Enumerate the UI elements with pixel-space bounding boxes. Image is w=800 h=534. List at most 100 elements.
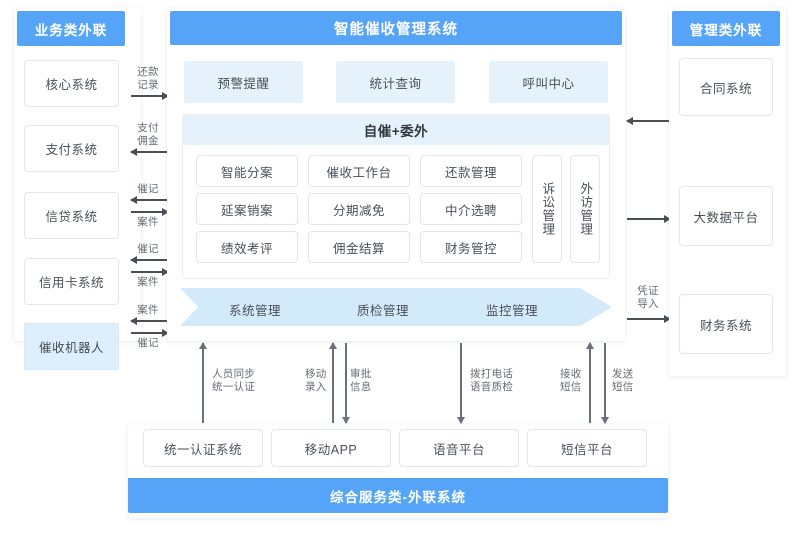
module-label: 统计查询 — [369, 76, 422, 91]
bottom-service-mobile-app[interactable]: 移动APP — [271, 429, 391, 467]
left-flow-arrow-4 — [130, 255, 168, 264]
arrow-head-icon — [130, 147, 137, 156]
left-item-label: 支付系统 — [45, 143, 98, 157]
center-system-header-label: 智能催收管理系统 — [334, 21, 458, 38]
arrow-head-icon — [198, 342, 207, 349]
bottom-footer-header: 综合服务类-外联系统 — [128, 478, 668, 513]
core-module-agency-recruitment[interactable]: 中介选聘 — [420, 193, 522, 225]
bottom-flow-label-1: 移动 录入 — [305, 368, 327, 394]
bottom-flow-label-3: 拨打电话 语音质检 — [470, 368, 514, 394]
service-label: 移动APP — [304, 442, 358, 457]
center-system-header: 智能催收管理系统 — [170, 11, 622, 45]
bottom-flow-arrow-3 — [456, 343, 465, 424]
arrow-head-icon — [626, 116, 633, 125]
right-item-finance-system[interactable]: 财务系统 — [679, 294, 773, 354]
right-item-label: 合同系统 — [699, 81, 752, 96]
left-flow-label-3: 案件 — [137, 216, 159, 228]
core-module-repayment-management[interactable]: 还款管理 — [420, 155, 522, 187]
right-flow-arrow-2 — [627, 314, 671, 323]
bottom-flow-arrow-0 — [198, 342, 207, 423]
right-item-bigdata-platform[interactable]: 大数据平台 — [679, 186, 773, 246]
right-column-header-label: 管理类外联 — [689, 22, 763, 38]
band-label-monitor-management: 监控管理 — [485, 304, 538, 318]
left-flow-arrow-5 — [131, 267, 169, 276]
service-label: 统一认证系统 — [163, 442, 242, 457]
band-label-system-management: 系统管理 — [228, 304, 281, 318]
left-item-label: 催收机器人 — [38, 341, 104, 355]
service-label: 语音平台 — [432, 442, 485, 457]
left-flow-arrow-0 — [131, 91, 169, 100]
module-label: 催收工作台 — [326, 165, 392, 180]
left-item-label: 信贷系统 — [45, 210, 98, 224]
right-item-label: 财务系统 — [699, 318, 752, 333]
arrow-head-icon — [341, 417, 350, 424]
center-top-module-stats[interactable]: 统计查询 — [336, 61, 455, 103]
left-item-payment-system[interactable]: 支付系统 — [24, 125, 119, 172]
bottom-flow-arrow-4 — [585, 342, 594, 423]
left-flow-label-0: 还款 记录 — [137, 66, 159, 92]
core-module-smart-allocation[interactable]: 智能分案 — [196, 155, 298, 187]
left-item-label: 信用卡系统 — [38, 276, 104, 290]
left-flow-label-4: 催记 — [137, 243, 159, 255]
arrow-head-icon — [130, 255, 137, 264]
core-module-financial-control[interactable]: 财务管控 — [420, 231, 522, 263]
bottom-flow-arrow-5 — [600, 343, 609, 424]
arrow-head-icon — [600, 417, 609, 424]
arrow-head-icon — [162, 328, 169, 337]
arrow-head-icon — [585, 342, 594, 349]
core-module-case-extension[interactable]: 延案销案 — [196, 193, 298, 225]
module-label: 智能分案 — [220, 165, 273, 180]
bottom-service-sms-platform[interactable]: 短信平台 — [527, 429, 647, 467]
bottom-flow-arrow-1 — [328, 342, 337, 423]
module-label: 分期减免 — [332, 203, 385, 218]
left-item-label: 核心系统 — [45, 78, 98, 92]
core-module-litigation-management[interactable]: 诉讼管理 — [532, 155, 562, 263]
core-module-commission-settlement[interactable]: 佣金结算 — [308, 231, 410, 263]
right-flow-arrow-1 — [627, 214, 671, 223]
module-label: 延案销案 — [220, 203, 273, 218]
left-flow-label-6: 案件 — [137, 304, 159, 316]
left-flow-label-5: 案件 — [137, 276, 159, 288]
left-flow-label-1: 支付 佣金 — [137, 122, 159, 148]
left-item-collection-robot[interactable]: 催收机器人 — [24, 323, 119, 370]
center-top-module-alert[interactable]: 预警提醒 — [184, 61, 303, 103]
arrow-head-icon — [664, 314, 671, 323]
arrow-head-icon — [162, 91, 169, 100]
arrow-head-icon — [456, 417, 465, 424]
arrow-head-icon — [130, 195, 137, 204]
right-item-contract-system[interactable]: 合同系统 — [679, 58, 773, 116]
bottom-flow-label-2: 审批 信息 — [350, 368, 372, 394]
left-item-creditcard-system[interactable]: 信用卡系统 — [24, 258, 119, 305]
core-subpanel-header: 自催+委外 — [183, 115, 609, 145]
left-flow-arrow-1 — [130, 147, 168, 156]
left-item-credit-system[interactable]: 信贷系统 — [24, 192, 119, 239]
arrow-head-icon — [162, 207, 169, 216]
left-flow-arrow-6 — [130, 316, 168, 325]
bottom-flow-label-4: 接收 短信 — [560, 368, 582, 394]
center-top-module-callcenter[interactable]: 呼叫中心 — [489, 61, 608, 103]
core-module-performance-review[interactable]: 绩效考评 — [196, 231, 298, 263]
left-flow-arrow-2 — [130, 195, 168, 204]
module-label: 预警提醒 — [217, 76, 270, 91]
bottom-flow-arrow-2 — [341, 343, 350, 424]
core-module-collection-workbench[interactable]: 催收工作台 — [308, 155, 410, 187]
core-subpanel-title: 自催+委外 — [363, 124, 429, 139]
bottom-service-voice-platform[interactable]: 语音平台 — [399, 429, 519, 467]
bottom-service-unified-auth[interactable]: 统一认证系统 — [143, 429, 263, 467]
module-label: 佣金结算 — [332, 241, 385, 256]
left-flow-arrow-3 — [131, 207, 169, 216]
module-label: 还款管理 — [444, 165, 497, 180]
arrow-head-icon — [130, 316, 137, 325]
left-flow-label-2: 催记 — [137, 183, 159, 195]
bottom-footer-label: 综合服务类-外联系统 — [330, 489, 466, 505]
core-module-field-visit-management[interactable]: 外访管理 — [570, 155, 600, 263]
bottom-flow-label-0: 人员同步 统一认证 — [212, 368, 256, 394]
right-flow-label-2: 凭证 导入 — [637, 285, 659, 311]
arrow-head-icon — [162, 267, 169, 276]
module-label: 呼叫中心 — [522, 76, 575, 91]
left-item-core-system[interactable]: 核心系统 — [24, 60, 119, 107]
core-module-installment-reduction[interactable]: 分期减免 — [308, 193, 410, 225]
left-column-header-label: 业务类外联 — [34, 22, 108, 38]
right-item-label: 大数据平台 — [693, 210, 759, 225]
